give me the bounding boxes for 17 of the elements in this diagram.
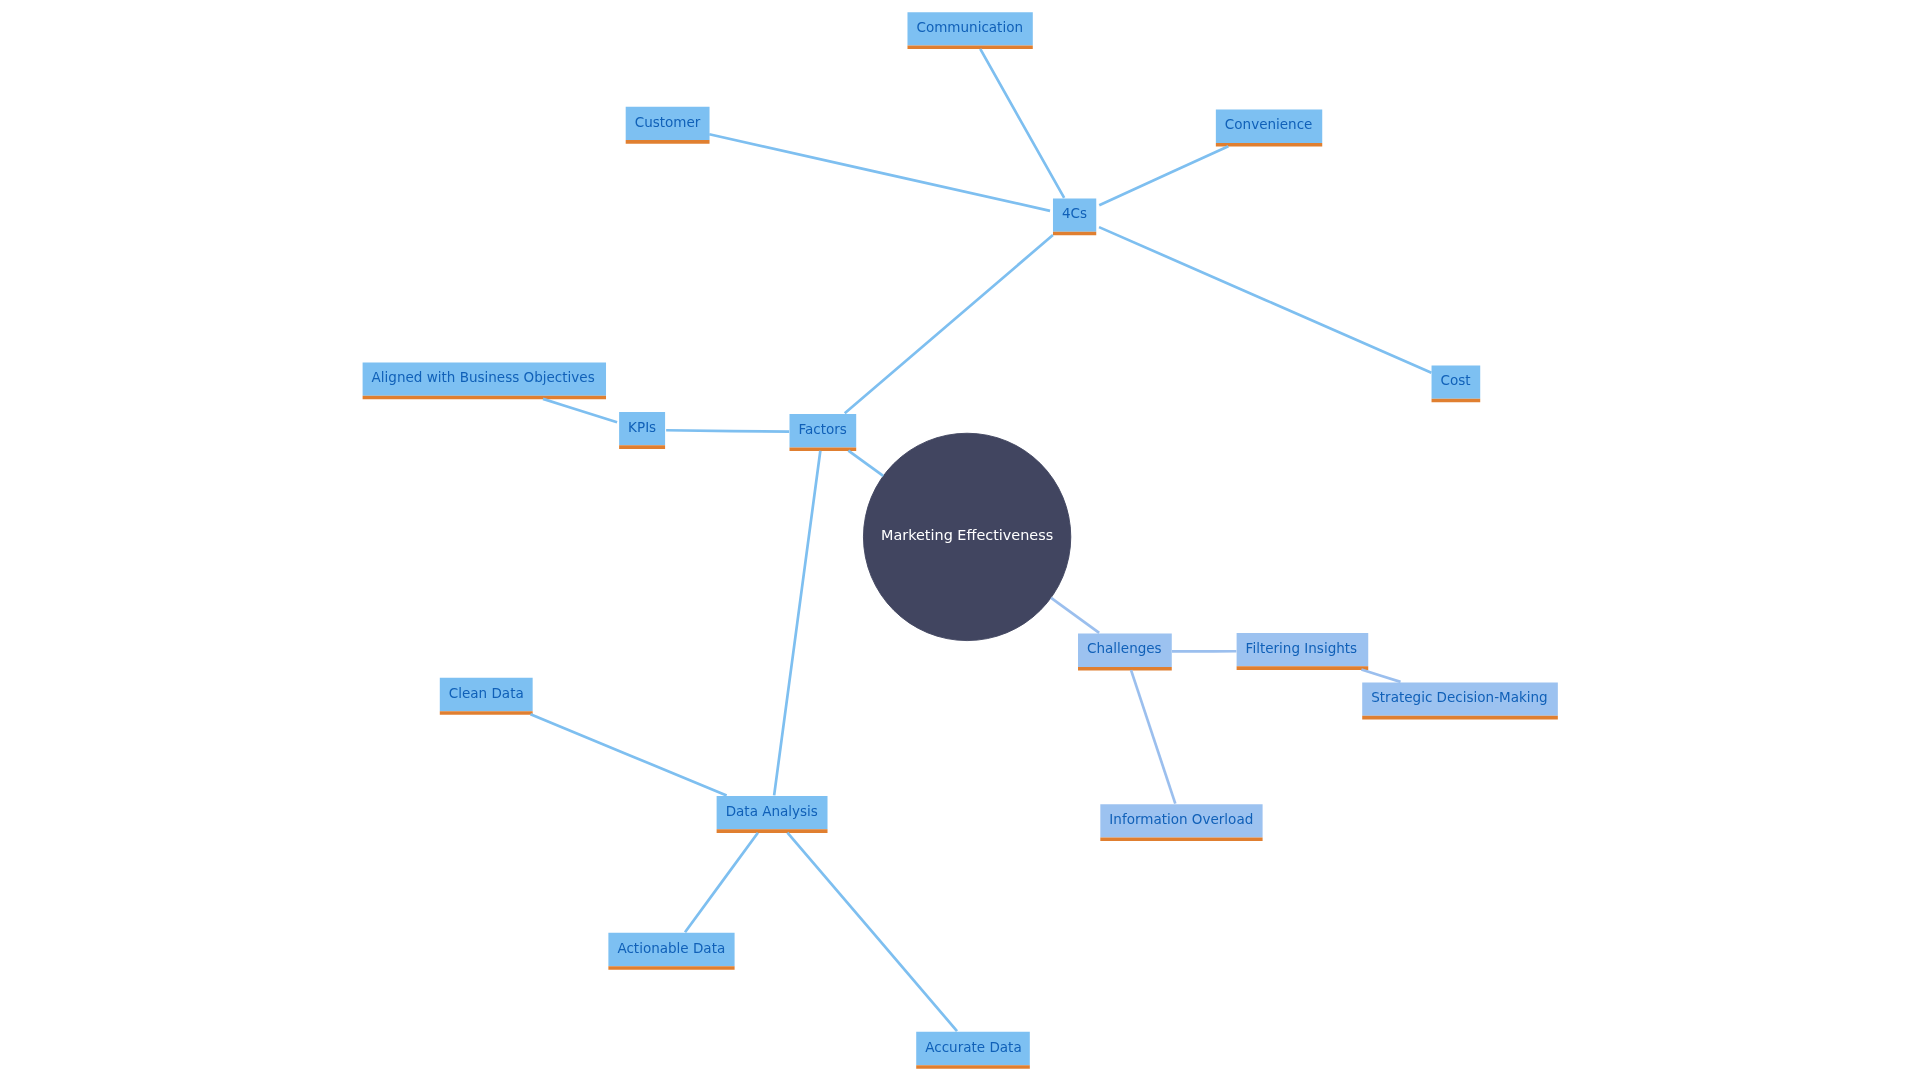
connector [1098, 144, 1229, 207]
connector [1172, 649, 1237, 653]
connector [1050, 596, 1100, 634]
connector [772, 450, 822, 796]
connector [529, 713, 728, 797]
node-circle: Marketing Effectiveness [862, 432, 1072, 642]
connector [979, 48, 1066, 199]
connector [683, 831, 759, 934]
connector [709, 132, 1051, 213]
connector [1098, 225, 1432, 374]
connector [542, 397, 618, 424]
connector [1361, 668, 1401, 684]
connector [666, 428, 790, 434]
connector [786, 831, 959, 1032]
connector [843, 233, 1054, 415]
connector [847, 449, 884, 478]
connector [1129, 669, 1177, 805]
